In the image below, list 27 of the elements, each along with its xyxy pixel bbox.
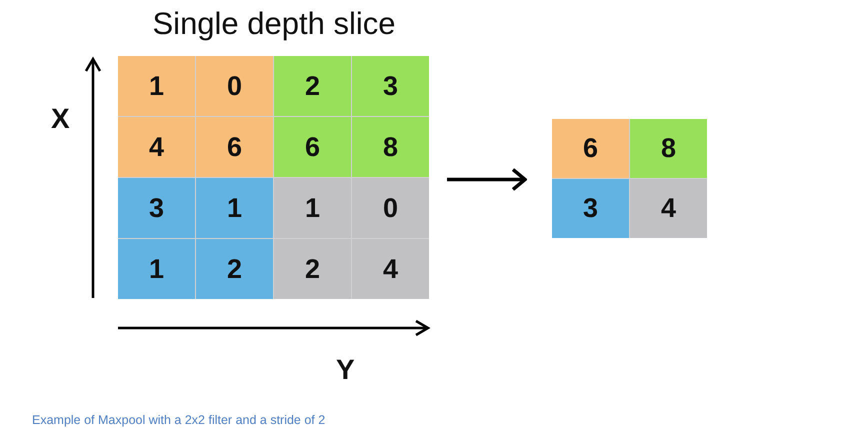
- number-cell: 3: [352, 56, 429, 116]
- number-cell: 1: [196, 178, 273, 238]
- number-cell: 1: [118, 239, 195, 299]
- caption: Example of Maxpool with a 2x2 filter and a stride of 2: [32, 412, 326, 428]
- number-cell: 4: [630, 179, 707, 238]
- input-grid: [118, 56, 429, 299]
- arrow: [447, 168, 527, 192]
- number-cell: 8: [630, 119, 707, 178]
- output-grid: [552, 119, 707, 238]
- axis-label: X: [51, 103, 70, 135]
- number-cell: 2: [274, 239, 351, 299]
- number-cell: 1: [118, 56, 195, 116]
- number-cell: 4: [118, 117, 195, 177]
- axis-label: Y: [336, 354, 355, 386]
- number-cell: 1: [274, 178, 351, 238]
- number-cell: 2: [196, 239, 273, 299]
- number-cell: 0: [352, 178, 429, 238]
- number-cell: 6: [196, 117, 273, 177]
- number-cell: 3: [118, 178, 195, 238]
- title: Single depth slice: [152, 7, 396, 41]
- number-cell: 4: [352, 239, 429, 299]
- number-cell: 6: [552, 119, 629, 178]
- number-cell: 8: [352, 117, 429, 177]
- number-cell: 6: [274, 117, 351, 177]
- number-cell: 2: [274, 56, 351, 116]
- number-cell: 0: [196, 56, 273, 116]
- number-cell: 3: [552, 179, 629, 238]
